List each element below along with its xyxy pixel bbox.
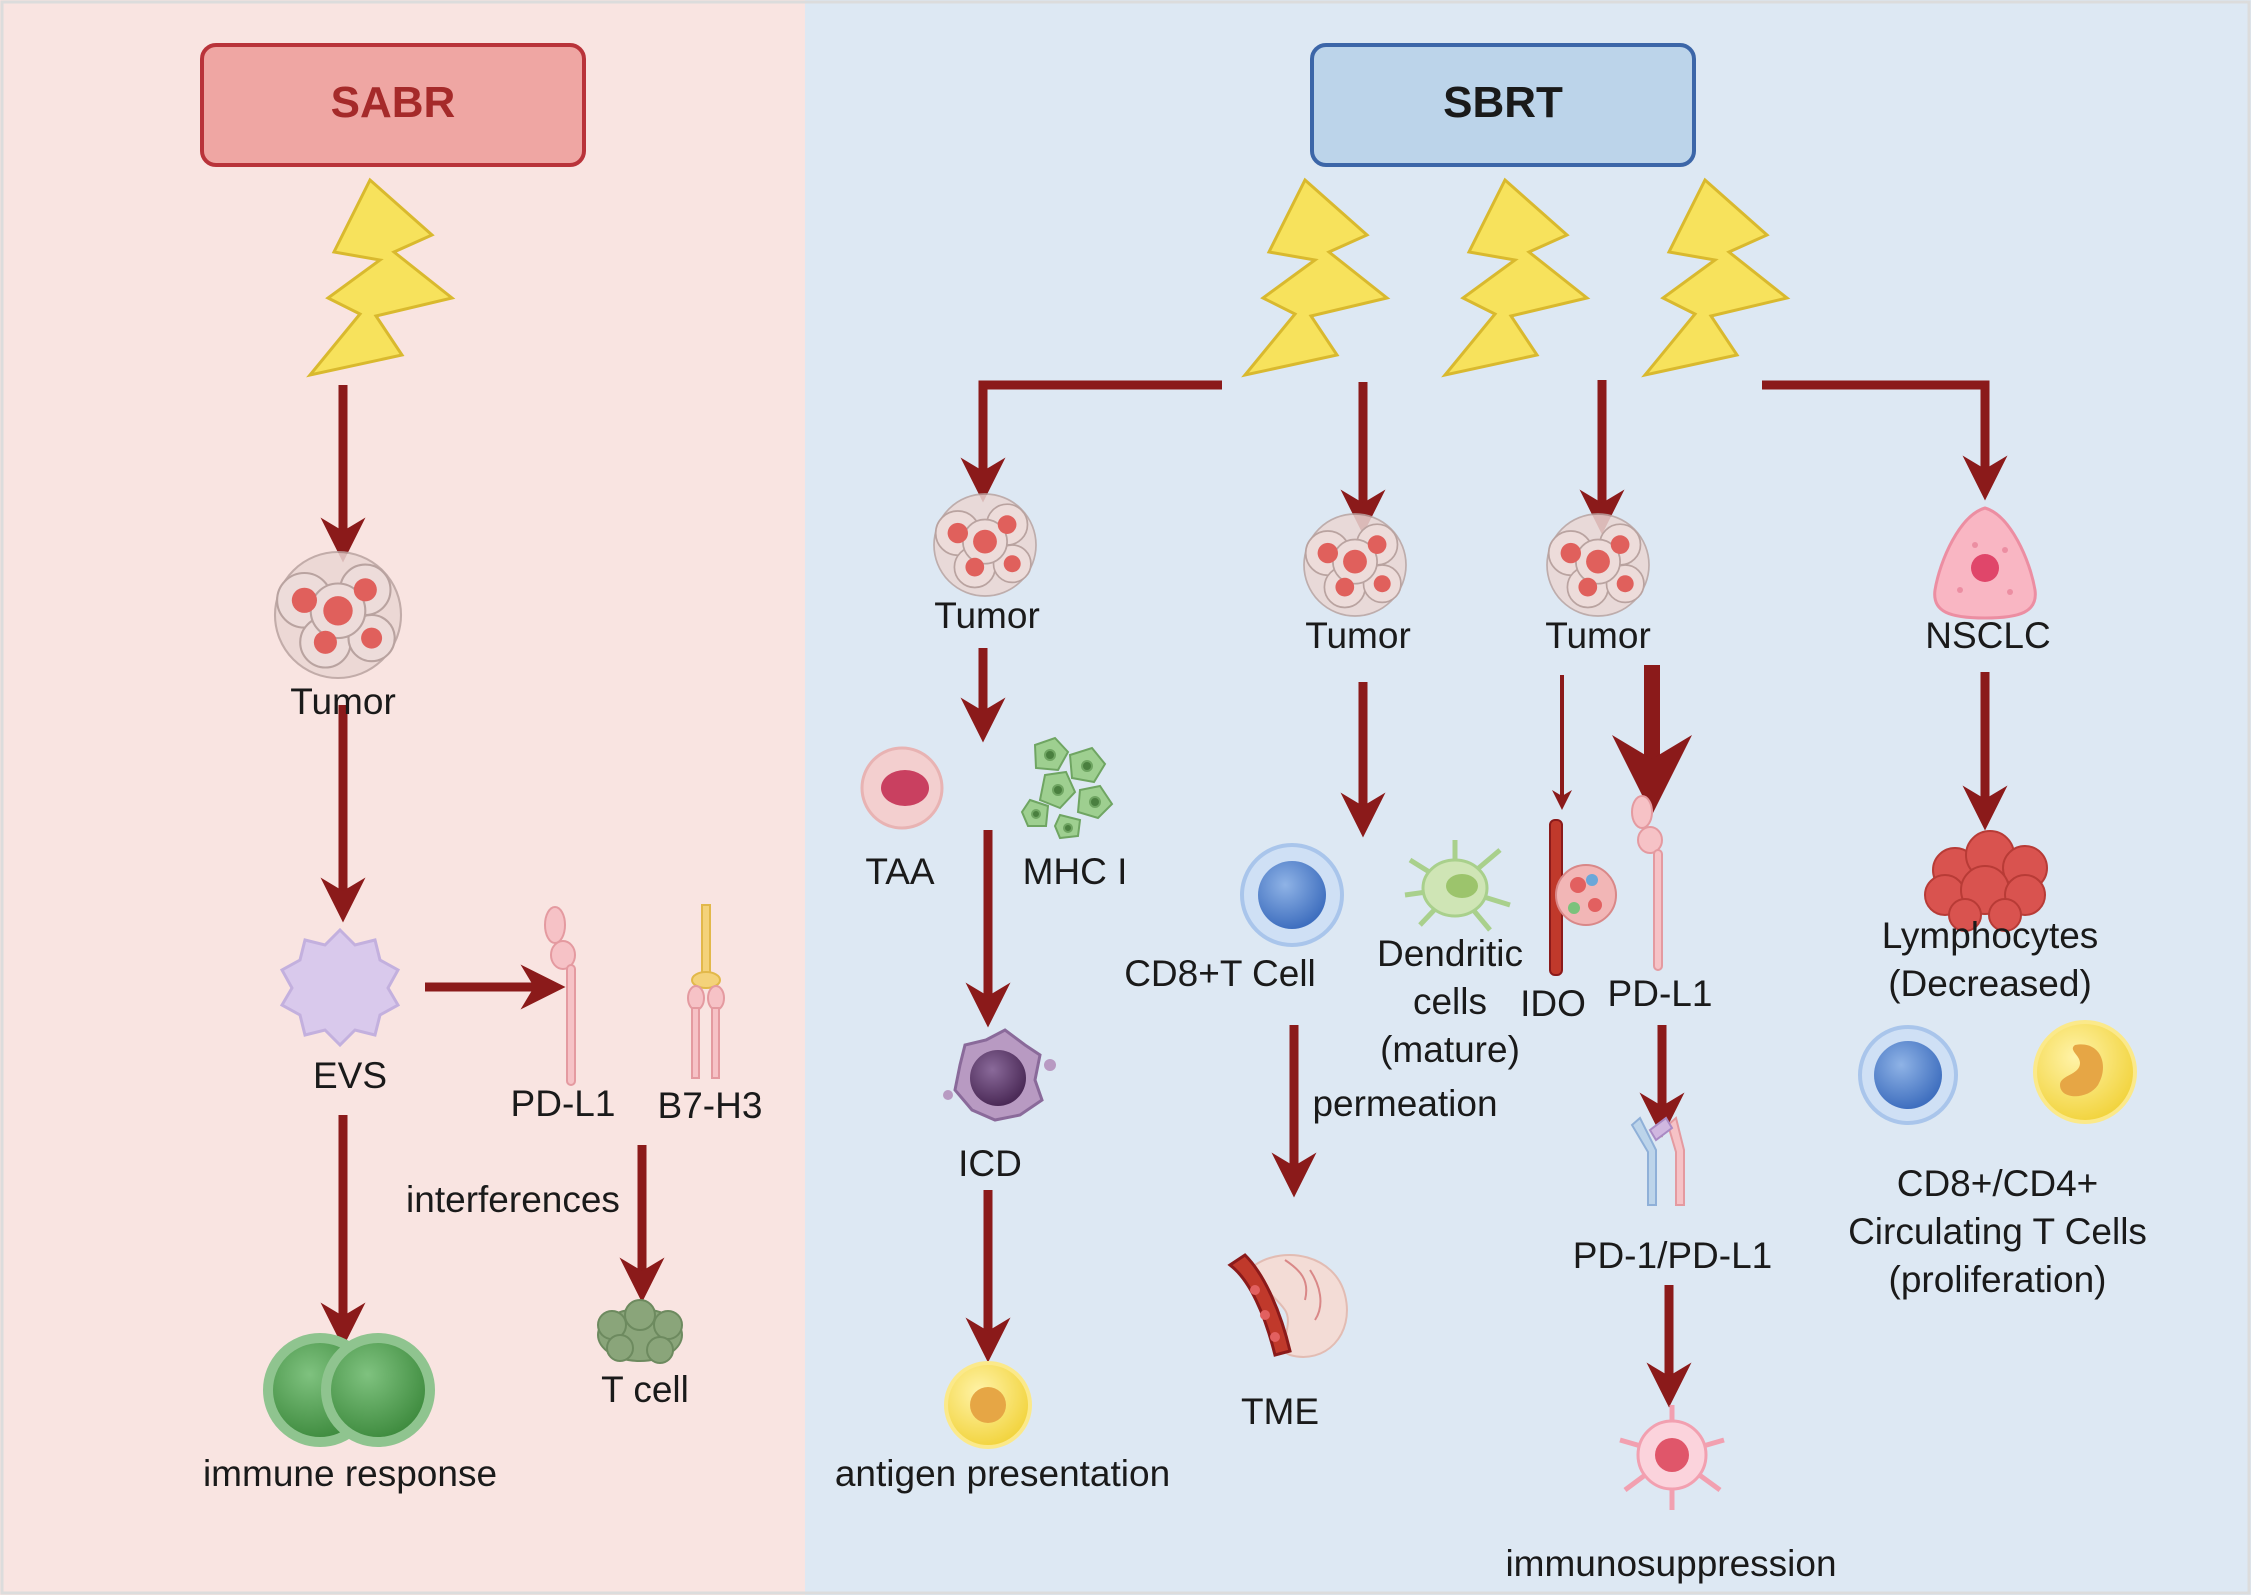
lymphocytes-icon	[1924, 830, 2048, 932]
cd8-t-cell-icon	[1858, 1025, 1958, 1125]
label-cd8-t-cell: CD8+T Cell	[1124, 953, 1316, 994]
label-immune-response: immune response	[202, 1453, 498, 1494]
label-t-cell: T cell	[601, 1369, 689, 1410]
label-antigen-presentation: antigen presentation	[834, 1453, 1171, 1494]
receptor-icon	[687, 904, 725, 1079]
label-tumor: Tumor	[1305, 615, 1411, 656]
taa-cell-icon	[860, 746, 944, 830]
cd8-t-cell-icon	[1240, 843, 1344, 947]
antigen-cell-icon	[944, 1361, 1032, 1449]
label-tumor: Tumor	[934, 595, 1040, 636]
t-cell-icon	[597, 1299, 683, 1364]
label-pdl1: PD-L1	[510, 1083, 616, 1124]
ido-icon	[1549, 819, 1617, 976]
label-circulating-t-cells: CD8+/CD4+ Circulating T Cells (prolifera…	[1848, 1163, 2147, 1300]
label-evs: EVS	[312, 1055, 388, 1096]
nsclc-cell-icon	[1933, 506, 2037, 620]
sabr-title: SABR	[330, 78, 456, 127]
label-interferences: interferences	[406, 1179, 620, 1220]
label-immunosuppression: immunosuppression	[1505, 1543, 1837, 1584]
tumor-cluster-icon	[933, 493, 1037, 597]
label-tme: TME	[1240, 1391, 1320, 1432]
label-tumor: Tumor	[1545, 615, 1651, 656]
vesicle-icon	[279, 927, 401, 1048]
arrows	[320, 380, 2008, 1408]
label-taa: TAA	[865, 851, 935, 892]
label-pdl1: PD-L1	[1607, 973, 1713, 1014]
label-ido: IDO	[1520, 983, 1586, 1024]
tumor-cluster-icon	[1546, 513, 1650, 617]
sbrt-title-box	[1310, 43, 1696, 167]
receptor-icon	[544, 906, 576, 1086]
immune-response-icon	[263, 1333, 435, 1447]
label-icd: ICD	[958, 1143, 1022, 1184]
label-dendritic-cells: Dendritic cells (mature)	[1377, 933, 1523, 1070]
label-permeation: permeation	[1312, 1083, 1498, 1124]
label-tumor: Tumor	[290, 681, 396, 722]
label-nsclc: NSCLC	[1925, 615, 2051, 656]
mhc-cells-icon	[1020, 736, 1114, 840]
cd4-t-cell-icon	[2033, 1020, 2137, 1124]
label-b7h3: B7-H3	[657, 1085, 763, 1126]
dendritic-cell-body	[1421, 858, 1489, 918]
label-mhc: MHC I	[1022, 851, 1128, 892]
tumor-cluster-icon	[273, 550, 403, 680]
blood-vessel-icon	[1227, 1253, 1348, 1358]
sbrt-title: SBRT	[1443, 78, 1563, 127]
icd-cell-icon	[943, 1028, 1056, 1122]
pd1-pdl1-icon	[1630, 1116, 1685, 1206]
immunosuppression-cell-body	[1636, 1419, 1708, 1491]
label-pd1-pdl1: PD-1/PD-L1	[1572, 1235, 1773, 1276]
receptor-icon	[1631, 795, 1663, 971]
tumor-cluster-icon	[1303, 513, 1407, 617]
label-lymphocytes: Lymphocytes (Decreased)	[1881, 915, 2099, 1004]
sabr-title-box	[200, 43, 586, 167]
